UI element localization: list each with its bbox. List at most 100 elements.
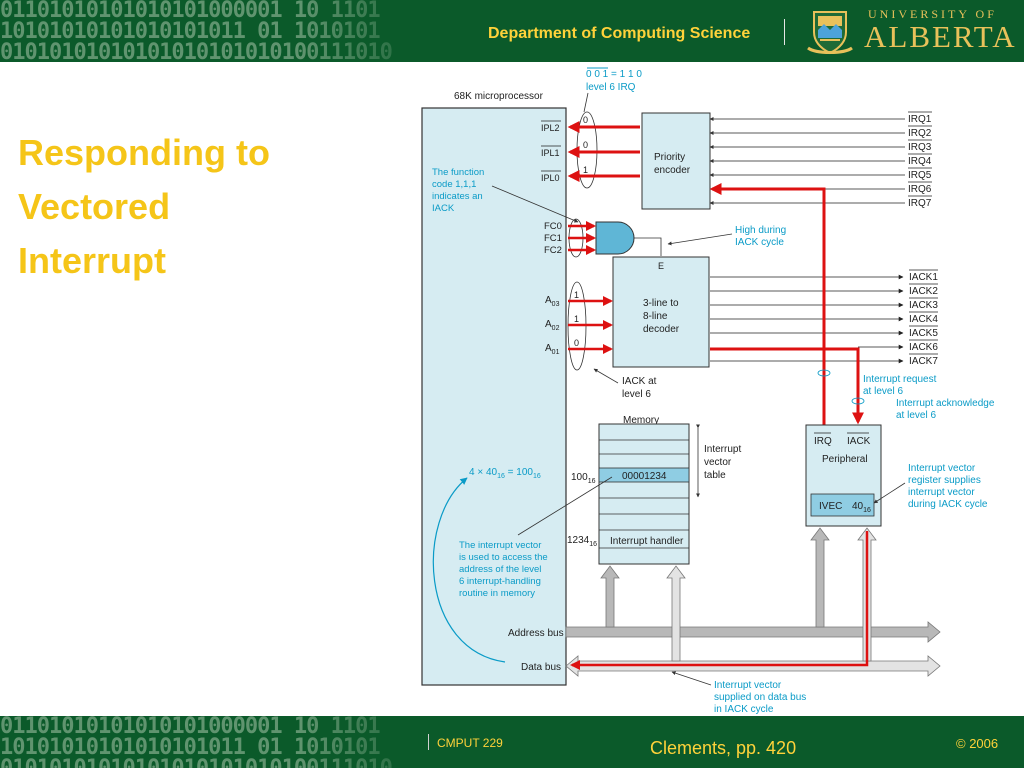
footer-banner: 01101010101010101000001 10 1101 10101010… xyxy=(0,716,1024,768)
data-bus-label: Data bus xyxy=(521,662,561,673)
university-crest-icon xyxy=(807,11,853,55)
banner-fade xyxy=(300,0,460,62)
fc-pin-label: FC2 xyxy=(544,245,562,256)
vector-table-note: Interrupt xyxy=(704,444,741,455)
bus-note: in IACK cycle xyxy=(714,704,774,715)
memory-address-connector xyxy=(600,565,620,628)
bus-note: Interrupt vector xyxy=(714,680,782,691)
fc-pin-label: FC0 xyxy=(544,221,562,232)
bus-note-pointer xyxy=(671,671,712,686)
and-gate-note: High during xyxy=(735,225,786,236)
address-pin-label: A03 xyxy=(545,295,560,308)
irq-line-label: IRQ2 xyxy=(908,128,932,139)
address-bit: 1 xyxy=(574,314,579,324)
ipl-bit: 1 xyxy=(583,165,588,175)
binary-pattern-decoration: 01101010101010101000001 10 1101 10101010… xyxy=(0,716,393,768)
title-line: Responding to xyxy=(18,132,270,173)
irq-line-label: IRQ5 xyxy=(908,170,932,181)
fc-note: IACK xyxy=(432,203,455,214)
handler-label: Interrupt handler xyxy=(610,536,684,547)
iack-line-label: IACK7 xyxy=(909,356,938,367)
ipl-bit: 0 xyxy=(583,115,588,125)
address-bus-arrow xyxy=(565,621,941,643)
university-wordmark: ALBERTA xyxy=(864,19,1017,54)
irq-request-note: Interrupt request xyxy=(863,374,937,385)
irq-line-label: IRQ1 xyxy=(908,114,932,125)
irq-code-pointer xyxy=(583,92,589,113)
iack-line-label: IACK1 xyxy=(909,272,938,283)
vector-note: routine in memory xyxy=(459,588,535,599)
irq-line-label: IRQ7 xyxy=(908,198,932,209)
ivec-register xyxy=(810,493,875,517)
priority-encoder-block xyxy=(641,112,711,210)
decoder-block xyxy=(612,256,710,368)
course-label: CMPUT 229 xyxy=(437,736,503,750)
address-bit: 1 xyxy=(574,290,579,300)
iack-level-note: IACK at xyxy=(622,376,657,387)
vector-entry: 00001234 xyxy=(622,471,667,482)
vector-note: address of the level xyxy=(459,564,541,575)
and-gate-output xyxy=(634,237,662,256)
fc-note: The function xyxy=(432,167,484,178)
ipl-pin-label: IPL2 xyxy=(541,123,560,133)
iack-output-lines xyxy=(710,274,904,364)
vector-note: 6 interrupt-handling xyxy=(459,576,541,587)
address-pin-label: A01 xyxy=(545,343,560,356)
decoder-enable-label: E xyxy=(658,261,664,271)
university-label: UNIVERSITY OF xyxy=(868,7,997,21)
address-pin-label: A02 xyxy=(545,319,560,332)
peripheral-address-connector xyxy=(810,527,830,628)
irq-input-lines xyxy=(709,117,905,205)
iack-line-label: IACK2 xyxy=(909,286,938,297)
irq-label-overlines xyxy=(908,111,932,197)
memory-label: Memory xyxy=(623,415,659,426)
vector-note-pointer xyxy=(517,476,613,536)
copyright-label: © 2006 xyxy=(956,736,999,751)
irq-code-label: 0 0 1 = 1 1 0 xyxy=(586,69,642,80)
bus-note: supplied on data bus xyxy=(714,692,806,703)
cpu-label: 68K microprocessor xyxy=(454,91,544,102)
title-line: Interrupt xyxy=(18,240,166,281)
slide-title: Responding to Vectored Interrupt xyxy=(18,126,318,288)
decoder-label: decoder xyxy=(643,324,680,335)
iack-note-pointer xyxy=(593,368,619,384)
irq-request-note: at level 6 xyxy=(863,386,903,397)
header-separator xyxy=(784,19,785,45)
interrupt-diagram: 68K microprocessor 0 0 1 = 1 1 0 level 6… xyxy=(421,67,995,715)
irq-line-label: IRQ3 xyxy=(908,142,932,153)
memory-data-connector xyxy=(666,565,686,662)
iack-line-label: IACK3 xyxy=(909,300,938,311)
ivec-note: Interrupt vector xyxy=(908,463,976,474)
encoder-label: Priority xyxy=(654,152,685,163)
vector-address: 10016 xyxy=(571,472,596,485)
vector-table-note: table xyxy=(704,470,726,481)
iack-line-label: IACK5 xyxy=(909,328,938,339)
iack-level-note: level 6 xyxy=(622,389,651,400)
ipl-bit: 0 xyxy=(583,140,588,150)
memory-block xyxy=(598,423,690,565)
fc-note: indicates an xyxy=(432,191,483,202)
title-line: Vectored xyxy=(18,186,171,227)
ipl-pin-label: IPL1 xyxy=(541,148,560,158)
ipl-pin-label: IPL0 xyxy=(541,173,560,183)
peripheral-pin-label: IACK xyxy=(847,436,871,447)
vector-formula: 4 × 4016 = 10016 xyxy=(469,467,541,480)
ivec-note: register supplies xyxy=(908,475,981,486)
iack-label-overlines xyxy=(909,269,938,355)
irq6-signal-path xyxy=(709,183,826,425)
ivec-note: during IACK cycle xyxy=(908,499,988,510)
fc-pin-label: FC1 xyxy=(544,233,562,244)
address-bit: 0 xyxy=(574,338,579,348)
footer-separator xyxy=(428,734,429,750)
vector-note: The interrupt vector xyxy=(459,540,541,551)
vector-table-note: vector xyxy=(704,457,732,468)
peripheral-pin-label: IRQ xyxy=(814,436,832,447)
iack-line-label: IACK6 xyxy=(909,342,938,353)
vector-note: is used to access the xyxy=(459,552,548,563)
peripheral-label: Peripheral xyxy=(822,454,868,465)
fc-note-pointer xyxy=(491,185,579,223)
ivec-note: interrupt vector xyxy=(908,487,975,498)
fc-note: code 1,1,1 xyxy=(432,179,476,190)
irq-request-marker xyxy=(817,369,831,377)
